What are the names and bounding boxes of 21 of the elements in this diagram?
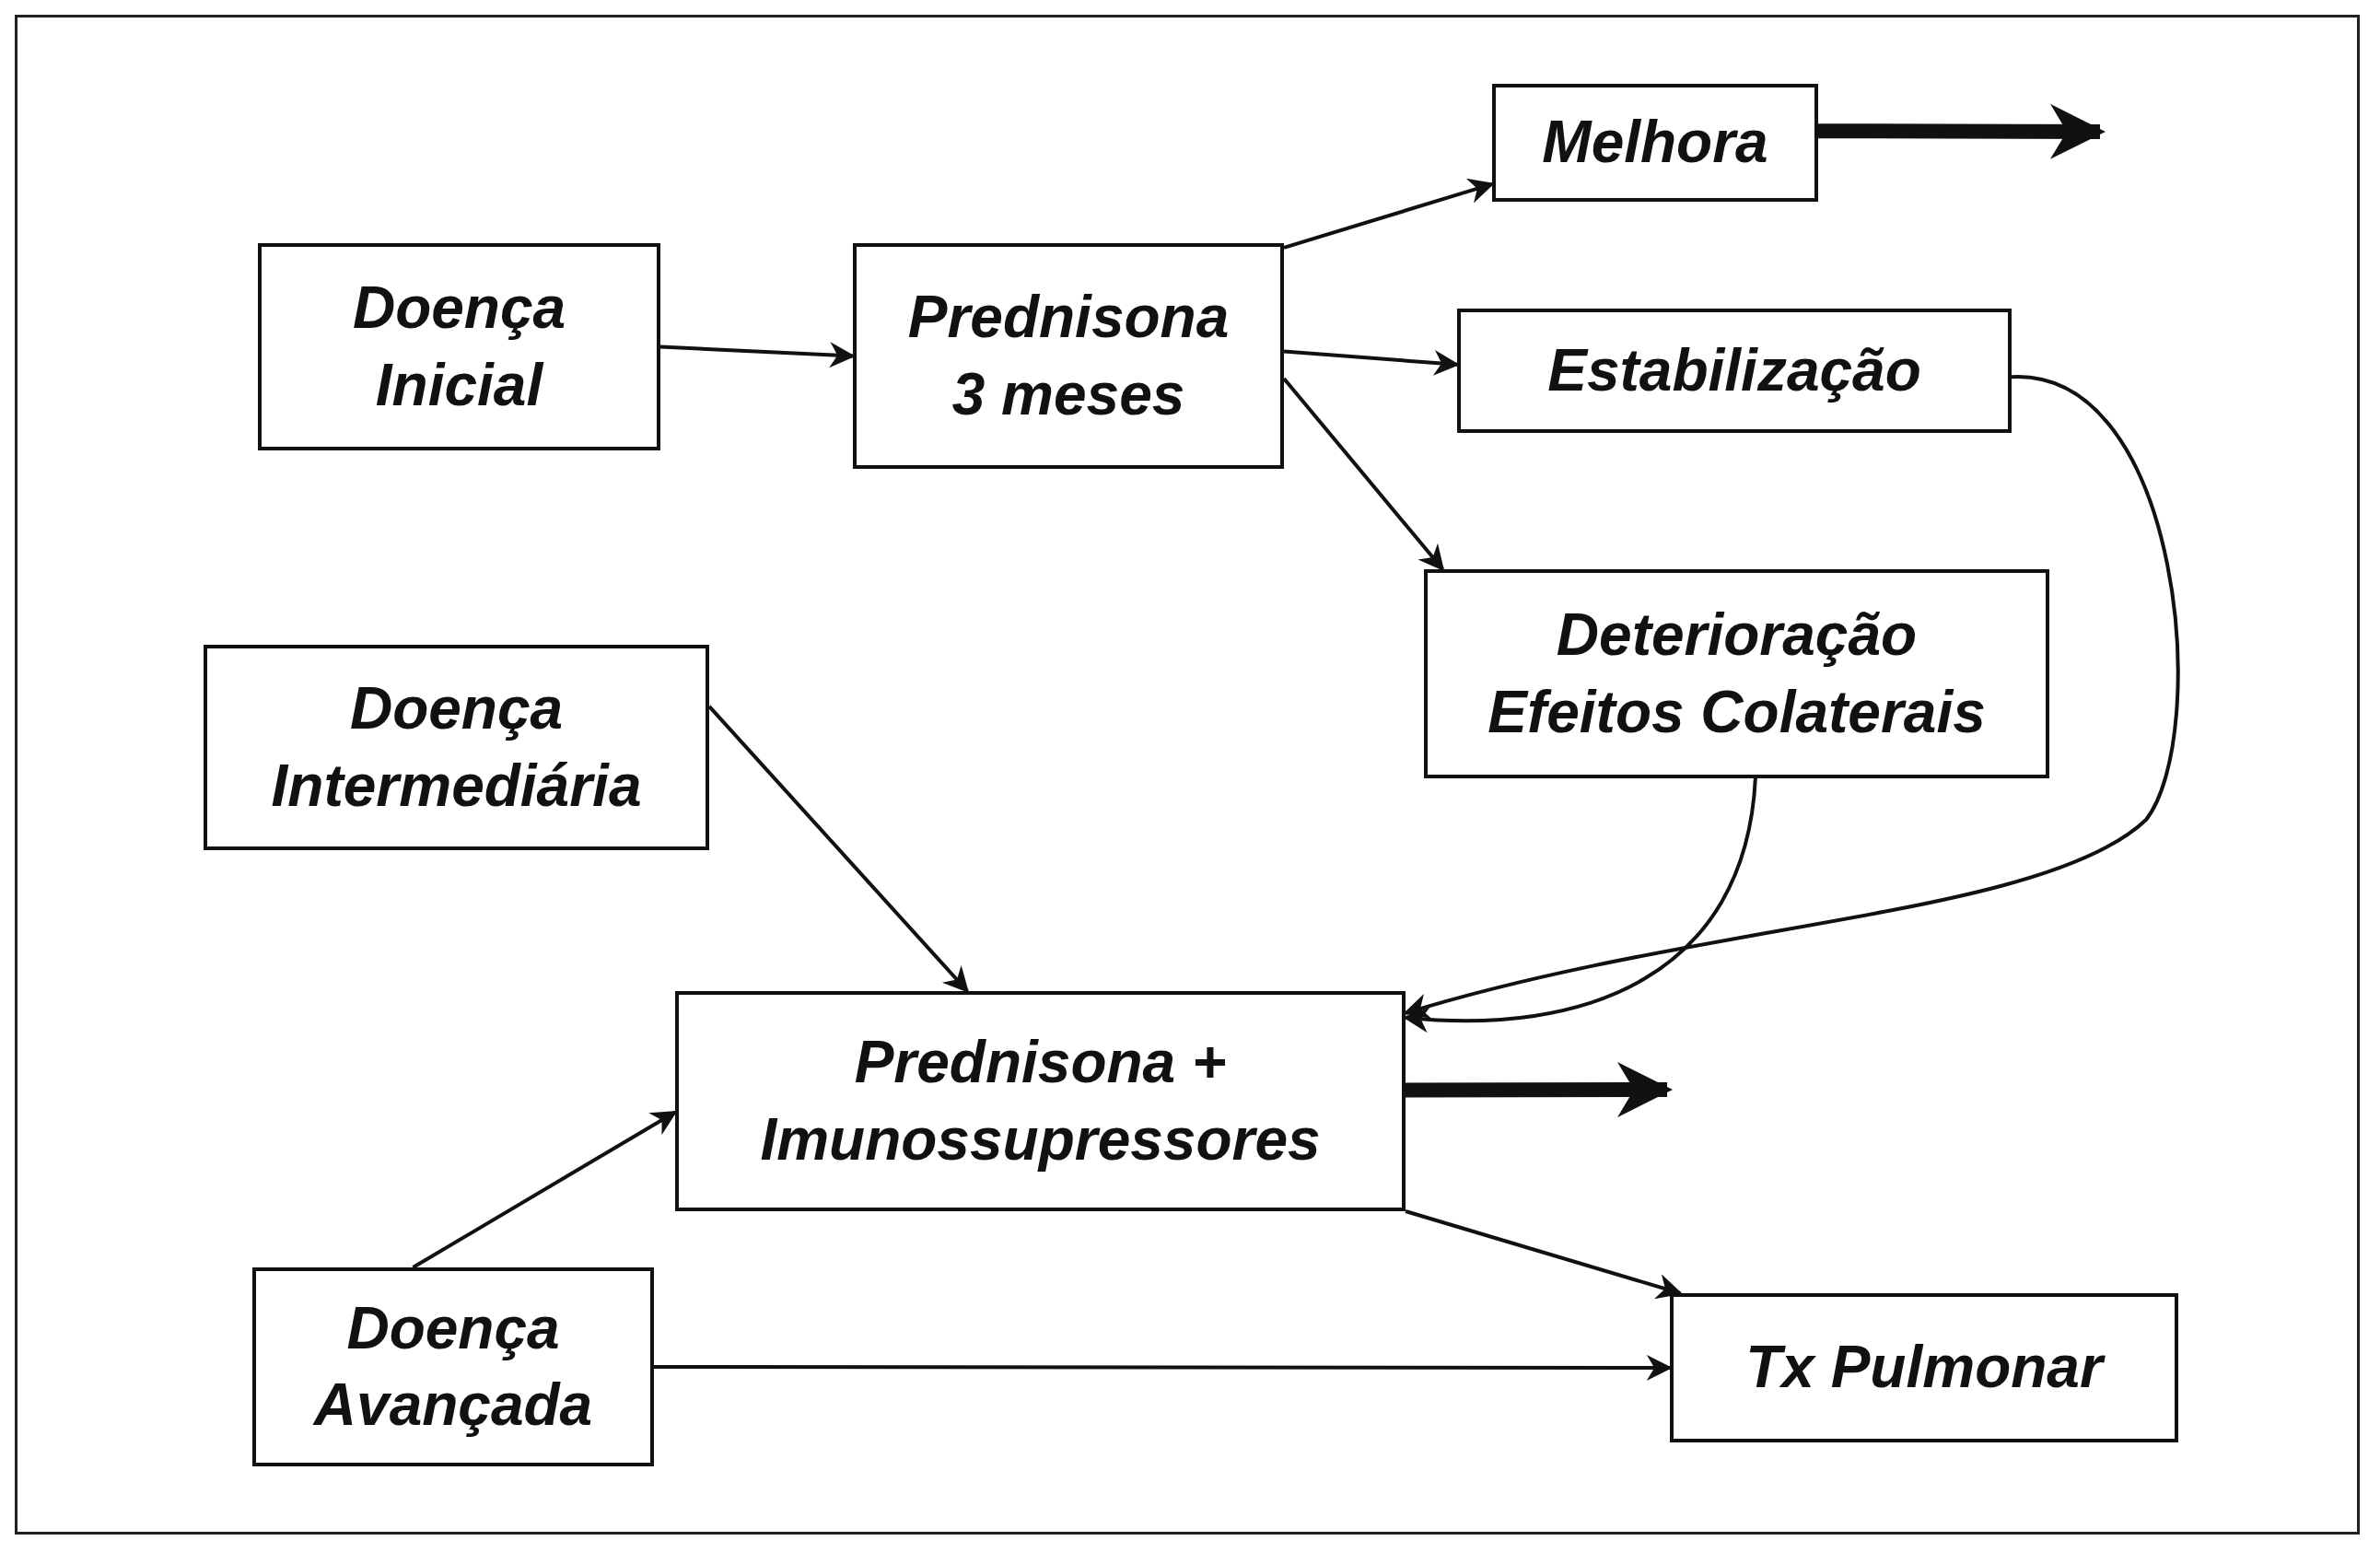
process-box — [1457, 309, 2012, 433]
process-box — [1424, 569, 2049, 778]
box-label: Deterioração — [1556, 601, 1918, 671]
box-label: Melhora — [1542, 108, 1768, 178]
arrow — [1405, 1209, 1683, 1300]
box-label: Prednisona 3 meses — [906, 283, 1231, 429]
process-box — [1492, 84, 1818, 202]
box-label: Doença Inicial — [351, 274, 567, 420]
box-label: Efeitos Colaterais — [1488, 677, 1986, 747]
process-box — [853, 243, 1284, 469]
process-box — [675, 991, 1406, 1211]
box-label: Estabilização — [1547, 335, 1921, 405]
arrow — [1405, 1062, 1673, 1118]
process-box — [252, 1267, 654, 1466]
process-box — [258, 243, 660, 450]
process-box — [204, 645, 709, 850]
process-box — [1670, 1293, 2178, 1442]
box-label: Doença Intermediária — [270, 674, 643, 821]
box-label: Prednisona + Imunossupressores — [759, 1028, 1322, 1174]
box-label: Doença Avançada — [311, 1293, 594, 1440]
arrow — [1817, 103, 2106, 159]
